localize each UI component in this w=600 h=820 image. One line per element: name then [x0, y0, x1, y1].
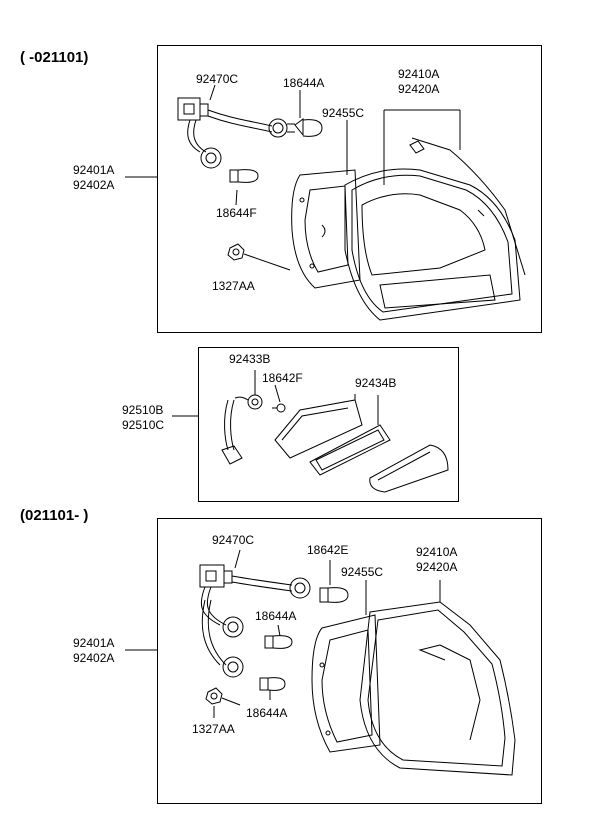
part-label: 1327AA	[192, 722, 235, 736]
part-label: 92420A	[416, 560, 458, 574]
tail-lamp-lens-icon	[359, 601, 516, 776]
gasket-icon	[311, 614, 381, 753]
part-label: 92420A	[398, 82, 440, 96]
gasket-icon	[291, 169, 361, 289]
connector-icon	[199, 564, 233, 588]
part-label: 18644A	[246, 706, 288, 720]
bulb-icon	[272, 403, 286, 413]
socket-icon	[289, 577, 311, 599]
section-1-frame	[157, 45, 542, 333]
part-label: 92510C	[122, 418, 165, 432]
socket-icon	[268, 118, 295, 138]
part-label: 92401A	[73, 636, 115, 650]
nut-icon	[205, 687, 223, 705]
section-3-header: (021101- )	[20, 507, 89, 524]
part-label: 92410A	[416, 545, 458, 559]
part-label: 92434B	[355, 376, 397, 390]
part-label: 1327AA	[212, 279, 255, 293]
section-3-art	[125, 549, 516, 776]
section-2-art	[172, 370, 449, 493]
part-label: 18644F	[216, 206, 257, 220]
socket-icon	[247, 394, 263, 410]
nut-icon	[227, 243, 245, 261]
socket-icon	[200, 147, 222, 169]
part-label: 92410A	[398, 67, 440, 81]
part-label: 92455C	[341, 565, 384, 579]
part-label: 92470C	[212, 533, 255, 547]
part-label: 18642E	[307, 543, 349, 557]
connector-icon	[177, 97, 209, 121]
lens-cover-icon	[369, 444, 449, 493]
housing-icon	[274, 394, 363, 459]
part-label: 92470C	[196, 72, 239, 86]
bulb-icon	[229, 169, 259, 183]
section-2-frame	[198, 347, 459, 502]
part-label: 92455C	[322, 106, 365, 120]
part-label: 18644A	[283, 76, 325, 90]
tail-lamp-lens-icon	[344, 137, 526, 321]
bulb-icon	[294, 118, 323, 137]
bulb-icon	[264, 635, 293, 649]
part-label: 18642F	[262, 371, 303, 385]
lens-icon	[309, 424, 391, 476]
section-3-frame	[157, 518, 542, 804]
part-label: 92402A	[73, 651, 115, 665]
part-label: 92402A	[73, 178, 115, 192]
part-label: 92433B	[229, 352, 271, 366]
part-label: 92401A	[73, 163, 115, 177]
section-1-art	[125, 84, 526, 321]
socket-icon	[222, 616, 244, 638]
socket-icon	[222, 656, 244, 678]
part-label: 92510B	[122, 403, 164, 417]
part-label: 18644A	[255, 609, 297, 623]
connector-icon	[221, 445, 243, 465]
bulb-icon	[319, 587, 349, 603]
bulb-icon	[259, 677, 286, 691]
section-1-header: ( -021101)	[20, 49, 89, 66]
